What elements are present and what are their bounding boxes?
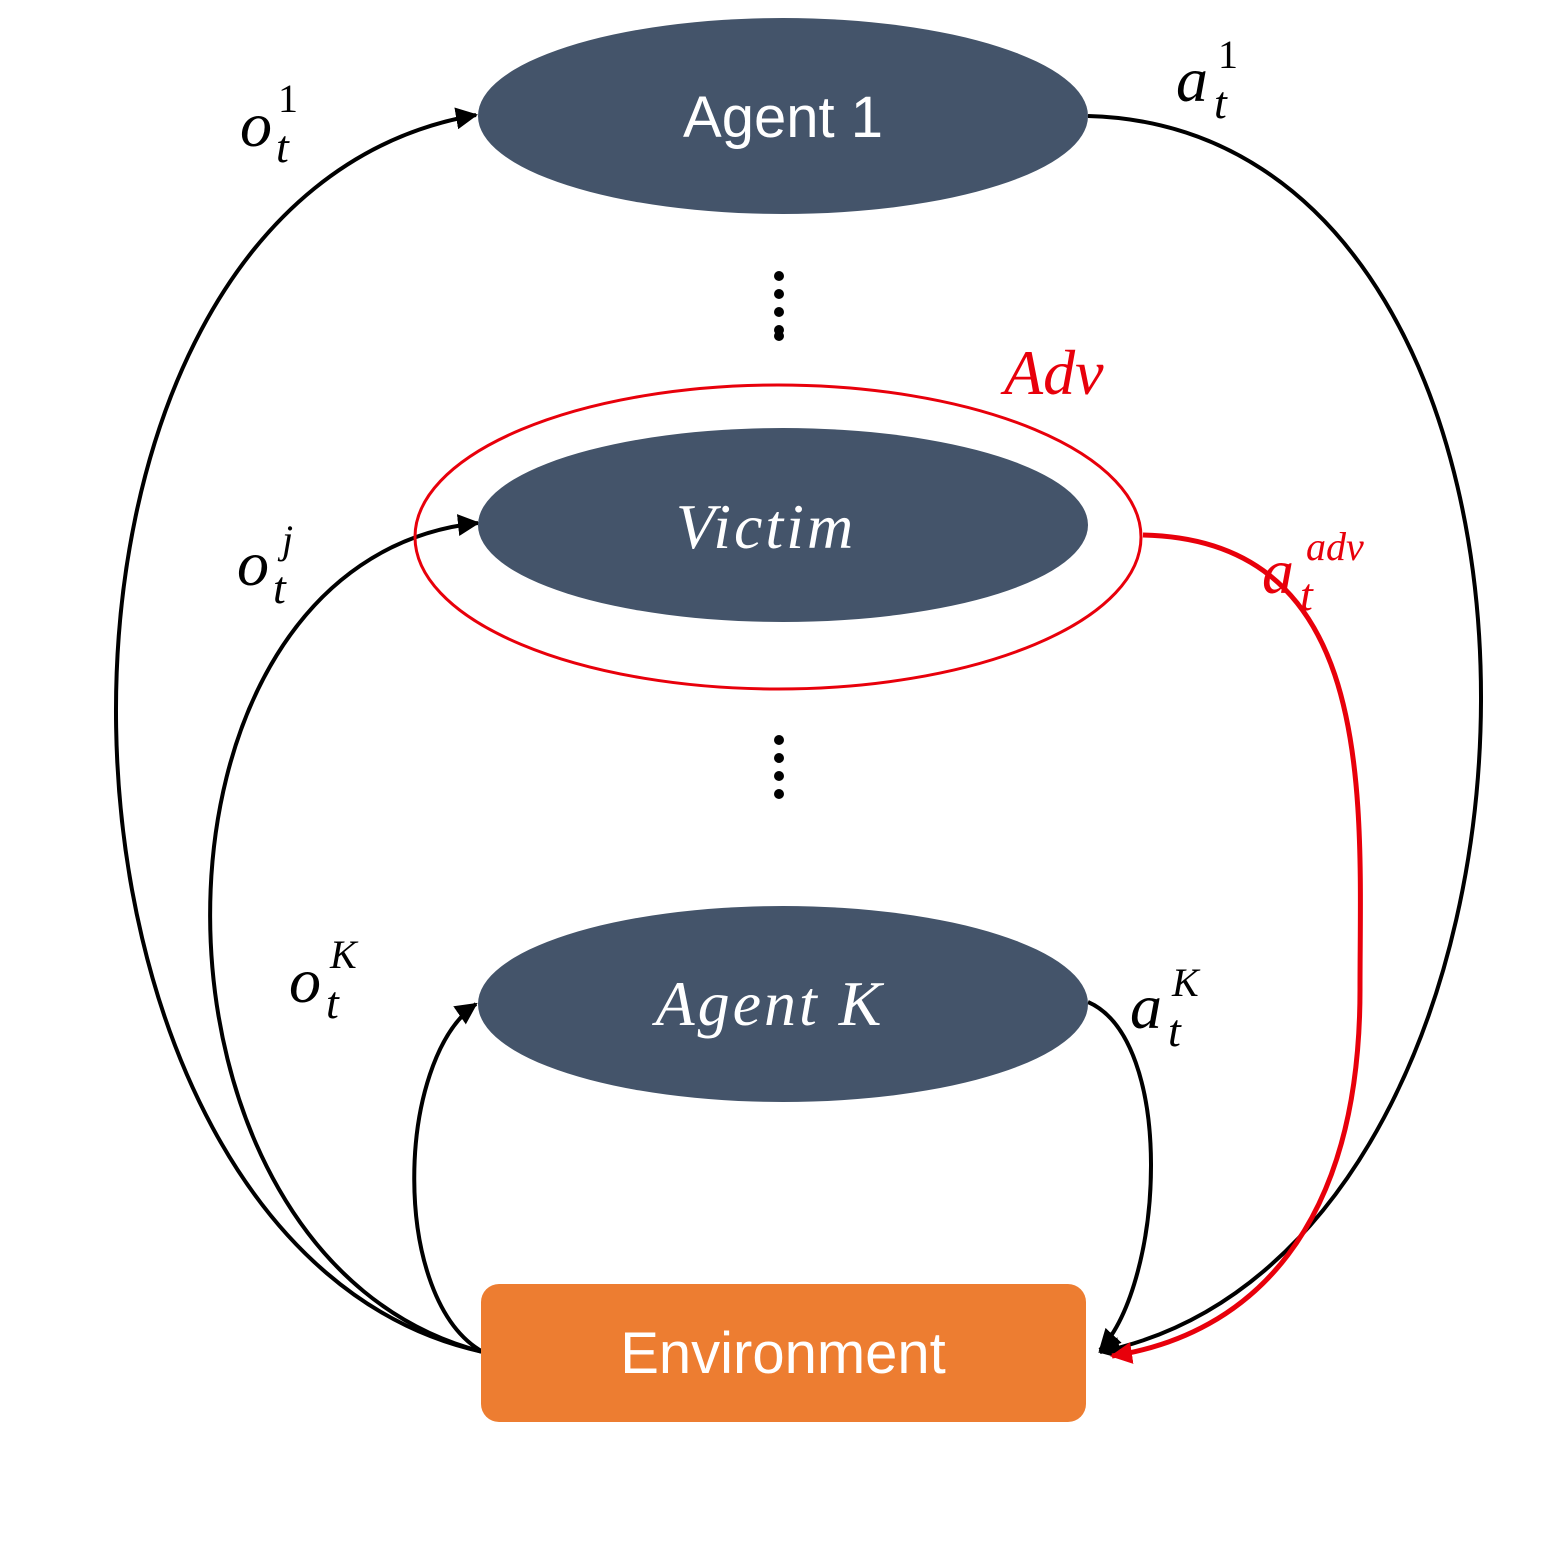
edge-action-agentK: [1087, 1000, 1153, 1352]
label-observation-agent1: o 1 t: [240, 76, 302, 172]
agent1-node[interactable]: [478, 18, 1088, 214]
label-observation-victim: o j t: [237, 517, 297, 613]
ellipsis-lower: [774, 735, 784, 799]
agentK-node[interactable]: [478, 906, 1088, 1102]
environment-label: Environment: [620, 1321, 946, 1386]
label-action-agent1: a 1 t: [1176, 32, 1242, 128]
edge-action-adversary: [1110, 532, 1363, 1364]
edge-action-agent1: [1087, 114, 1483, 1359]
edge-observation-agentK: [412, 1002, 484, 1354]
agent1-label: Agent 1: [683, 85, 883, 150]
label-action-adversary: a adv t: [1262, 524, 1368, 620]
label-observation-agentK: o K t: [289, 932, 361, 1028]
adversary-outline: [413, 383, 1143, 691]
edge-observation-victim: [208, 514, 484, 1354]
environment-node[interactable]: [481, 1284, 1086, 1422]
adversary-label: Adv: [1000, 337, 1104, 408]
ellipsis-upper: [774, 271, 784, 341]
edge-observation-agent1: [114, 107, 484, 1354]
victim-node[interactable]: [478, 428, 1088, 622]
victim-label: Victim: [676, 491, 856, 562]
label-action-agentK: a K t: [1130, 960, 1203, 1056]
agentK-label: Agent K: [652, 968, 885, 1039]
